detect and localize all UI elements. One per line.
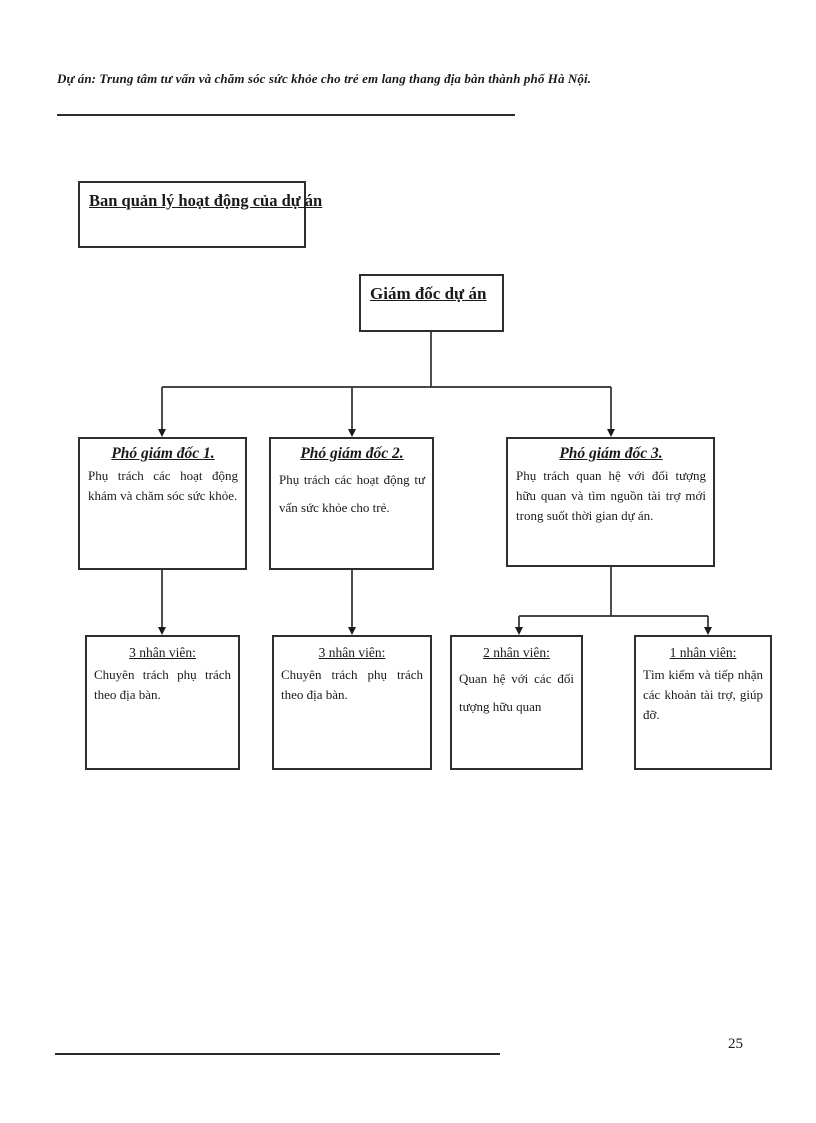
staff-unit-4-box: 1 nhân viên: Tìm kiếm và tiếp nhận các k… <box>634 635 772 770</box>
staff-unit-1-box: 3 nhân viên: Chuyên trách phụ trách theo… <box>85 635 240 770</box>
deputy-director-2-box: Phó giám đốc 2. Phụ trách các hoạt động … <box>269 437 434 570</box>
deputy-director-2-description: Phụ trách các hoạt động tư vấn sức khỏe … <box>279 472 425 515</box>
deputy-director-3-description: Phụ trách quan hệ với đối tượng hữu quan… <box>516 468 706 524</box>
deputy-director-3-title: Phó giám đốc 3. <box>559 445 663 462</box>
staff-unit-3-box: 2 nhân viên: Quan hệ với các đối tượng h… <box>450 635 583 770</box>
management-board-label: Ban quản lý hoạt động của dự án <box>89 191 323 210</box>
director-box: Giám đốc dự án <box>359 274 504 332</box>
page-number: 25 <box>728 1036 743 1052</box>
staff-unit-1-title: 3 nhân viên: <box>129 645 196 660</box>
staff-unit-1-description: Chuyên trách phụ trách theo địa bàn. <box>94 667 231 703</box>
staff-unit-2-box: 3 nhân viên: Chuyên trách phụ trách theo… <box>272 635 432 770</box>
staff-unit-2-title: 3 nhân viên: <box>318 645 386 660</box>
deputy-director-1-description: Phụ trách các hoạt động khám và chăm sóc… <box>88 468 238 504</box>
staff-unit-4-title: 1 nhân viên: <box>669 645 737 660</box>
deputy-director-2-title: Phó giám đốc 2. <box>300 445 404 462</box>
deputy-director-1-box: Phó giám đốc 1. Phụ trách các hoạt động … <box>78 437 247 570</box>
arrowhead-deputy-3 <box>607 429 615 437</box>
staff-unit-2-description: Chuyên trách phụ trách theo địa bàn. <box>281 667 423 703</box>
page-header-title: Dự án: Trung tâm tư vấn và chăm sóc sức … <box>57 71 592 86</box>
arrowhead-deputy-2 <box>348 429 356 437</box>
arrowhead-staff-4 <box>704 627 712 635</box>
header-rule <box>57 114 515 116</box>
staff-unit-3-description: Quan hệ với các đối tượng hữu quan <box>459 671 574 714</box>
arrowhead-deputy-1 <box>158 429 166 437</box>
management-board-box: Ban quản lý hoạt động của dự án <box>78 181 322 248</box>
arrowhead-staff-3 <box>515 627 523 635</box>
arrowhead-staff-2 <box>348 627 356 635</box>
footer-rule <box>55 1053 500 1055</box>
director-label: Giám đốc dự án <box>370 284 487 303</box>
deputy-director-1-title: Phó giám đốc 1. <box>111 445 215 462</box>
staff-unit-3-title: 2 nhân viên: <box>483 645 550 660</box>
deputy-director-3-box: Phó giám đốc 3. Phụ trách quan hệ với đố… <box>506 437 715 567</box>
staff-unit-4-description: Tìm kiếm và tiếp nhận các khoản tài trợ,… <box>643 667 763 723</box>
arrowhead-staff-1 <box>158 627 166 635</box>
